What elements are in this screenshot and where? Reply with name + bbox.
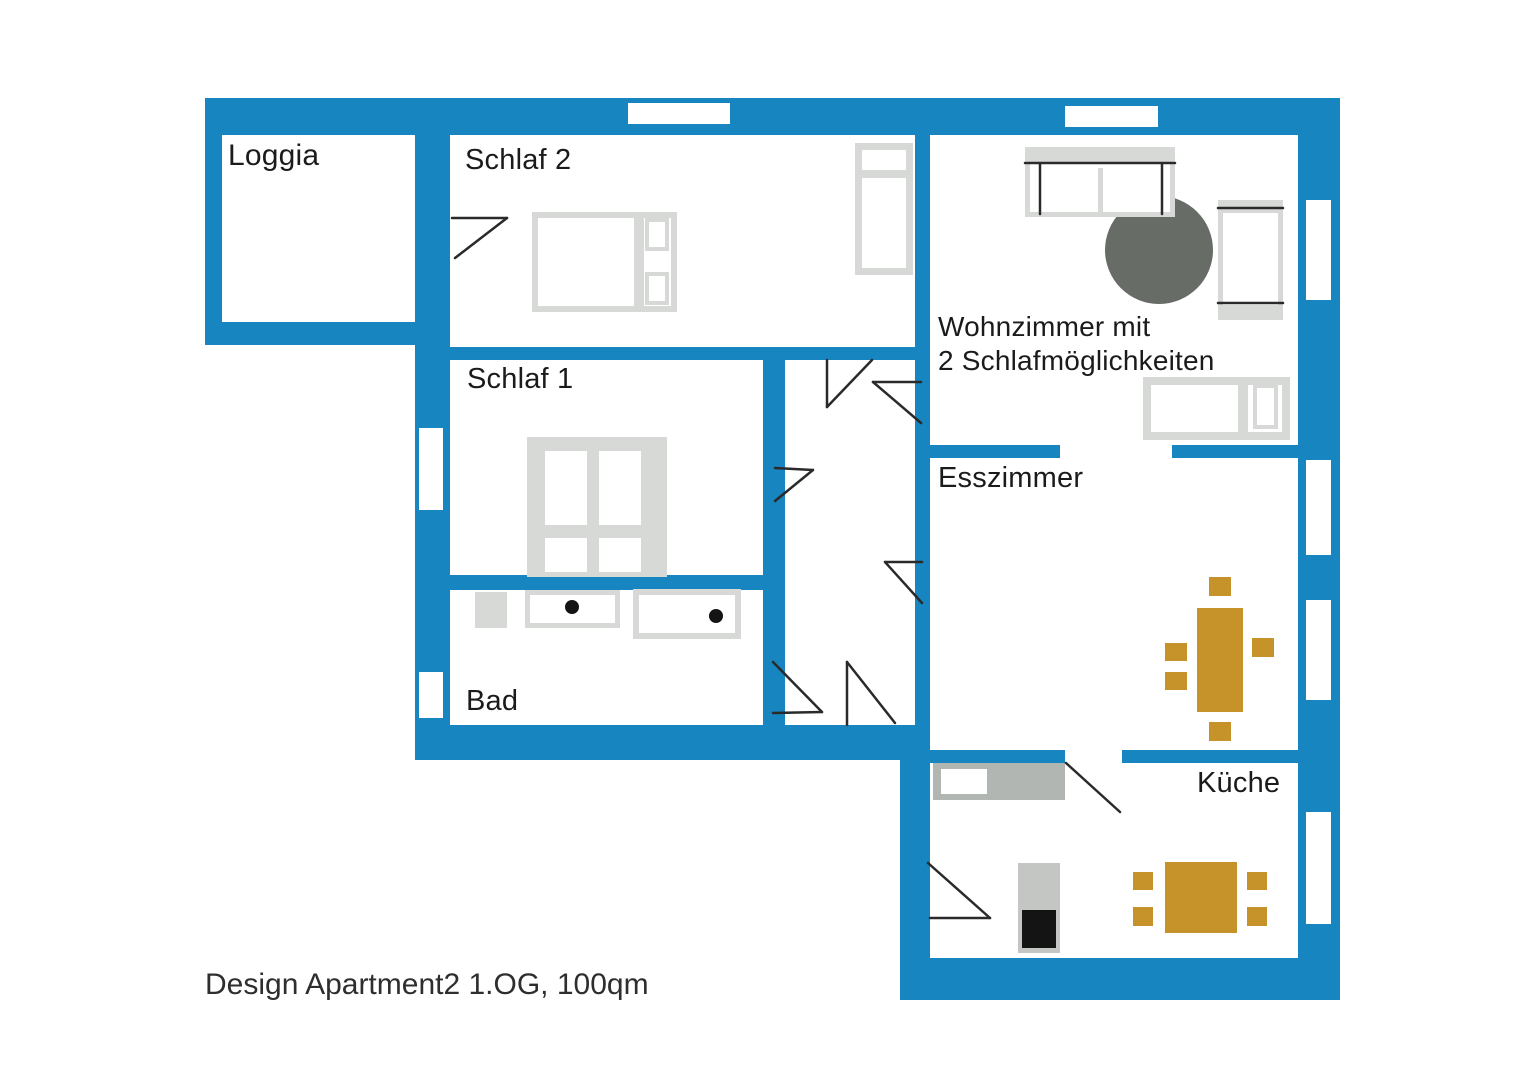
window-right-esszimmer-upper [1306,460,1331,555]
wall-schlaf2-hall [450,347,930,360]
kitchen-table [1165,862,1237,933]
bed-wohnzimmer-pillow [1253,384,1278,429]
wall-ess-kueche-left [930,750,1065,763]
wardrobe-pane-4 [599,538,641,572]
wardrobe-pane-1 [545,451,587,525]
dining-table [1197,608,1243,712]
kitchen-sink [941,769,987,794]
cabinet-schlaf2-shelf [858,170,910,178]
door-hall-wohnzimmer [871,380,923,425]
wall-kitchen-left [900,725,930,1000]
dining-chair-top [1209,577,1231,596]
door-kueche-esszimmer [1064,761,1122,814]
cabinet-schlaf2 [855,143,913,275]
wall-wohn-ess-left [930,445,1060,458]
wall-top [205,98,1340,135]
wall-bottom-main [415,725,930,760]
room-label-kueche: Küche [1197,767,1281,799]
wall-schlaf1-bad [450,575,785,590]
sink-drain-dot [565,600,579,614]
room-label-bad: Bad [466,685,519,717]
sofa-back [1025,147,1175,163]
door-kueche-side [926,861,992,920]
room-label-loggia: Loggia [228,139,320,172]
kitchen-chair-right-1 [1247,872,1267,890]
dining-chair-bottom [1209,722,1231,741]
armchair-back [1218,200,1283,213]
window-right-esszimmer-lower [1306,600,1331,700]
window-left-bad [419,672,443,718]
door-hall-schlaf2 [825,358,874,409]
room-label-schlaf2: Schlaf 2 [465,144,572,176]
dining-chair-right [1252,638,1274,657]
door-schlaf2-loggia [450,216,509,260]
wardrobe-pane-2 [599,451,641,525]
bathtub-bad [633,589,741,639]
wall-loggia-left [205,98,222,345]
wall-hall-left [763,360,785,725]
wardrobe-pane-3 [545,538,587,572]
dining-chair-left-1 [1165,643,1187,661]
room-label-schlaf1: Schlaf 1 [467,363,574,395]
bed-schlaf2-divider [634,216,644,308]
armchair-front [1218,305,1283,320]
door-hall-entrance [845,660,897,727]
stove-front [1022,910,1056,948]
bathtub-drain-dot [709,609,723,623]
wall-center-vertical [915,135,930,763]
kitchen-chair-right-2 [1247,907,1267,926]
wall-loggia-bottom [205,322,450,345]
room-label-esszimmer: Esszimmer [938,462,1084,494]
sofa-cushion-divider [1098,168,1103,212]
window-top-wohnzimmer [1065,106,1158,127]
wall-wohn-ess-right [1172,445,1298,458]
armchair-wohnzimmer [1218,200,1283,320]
washbasin-bad [475,592,507,628]
window-right-wohnzimmer [1306,200,1331,300]
wall-ess-kueche-right [1122,750,1298,763]
wall-kitchen-bottom [900,958,1340,1000]
bed-schlaf2-pillow-1 [645,218,669,251]
window-left-schlaf1 [419,428,443,510]
window-top-schlaf2 [628,103,730,124]
dining-chair-left-2 [1165,672,1187,690]
room-label-wohnzimmer-2: 2 Schlafmöglichkeiten [938,345,1215,376]
kitchen-chair-left-2 [1133,907,1153,926]
kitchen-chair-left-1 [1133,872,1153,890]
bed-schlaf2-pillow-2 [645,272,669,305]
plan-caption: Design Apartment2 1.OG, 100qm [205,968,649,1001]
bed-wohnzimmer-divider [1238,382,1248,435]
window-right-kueche [1306,812,1331,924]
room-label-wohnzimmer-1: Wohnzimmer mit [938,311,1151,342]
